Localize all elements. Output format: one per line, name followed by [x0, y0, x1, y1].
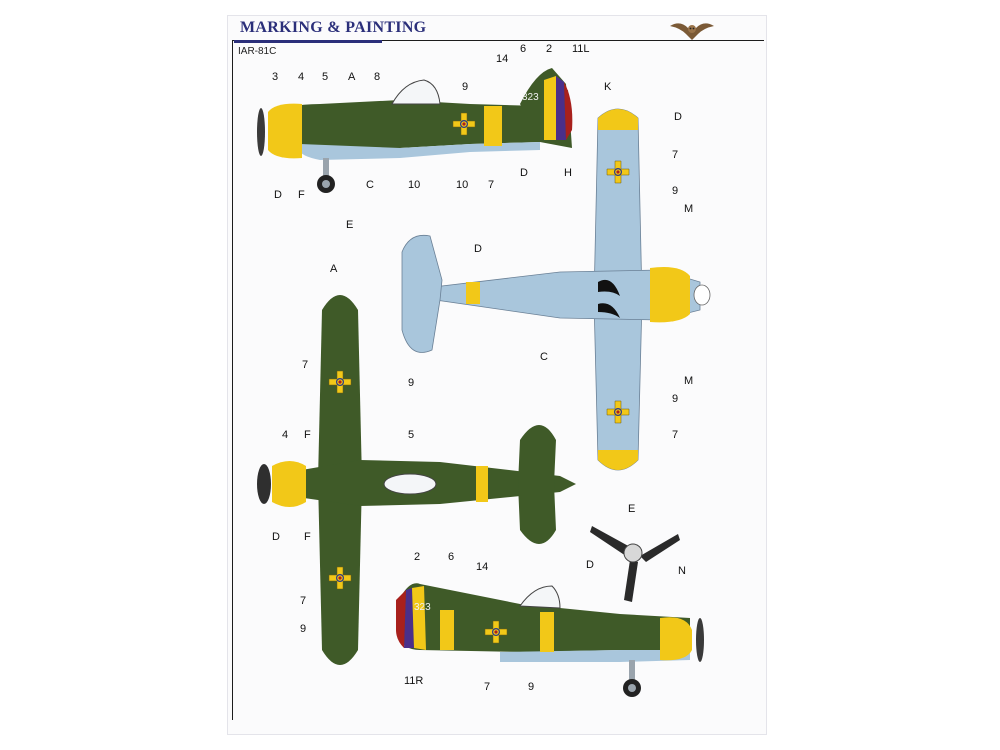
yellow-band [484, 106, 502, 146]
callout-label: D [274, 189, 282, 201]
owl-logo-icon [670, 23, 714, 40]
yellow-cowling [268, 103, 302, 159]
callout-labels: 3 4 5 A 8 14 6 2 11L 9 K D F C 10 10 7 D… [272, 43, 693, 693]
underside-view [401, 108, 711, 471]
callout-label: K [604, 81, 612, 93]
callout-label: D [520, 167, 528, 179]
callout-label: 4 [282, 429, 288, 441]
callout-label: 9 [528, 681, 534, 693]
callout-label: 7 [672, 429, 678, 441]
callout-label: 7 [302, 359, 308, 371]
callout-label: 10 [456, 179, 468, 191]
title-underline [234, 40, 382, 43]
callout-label: 11R [404, 675, 423, 687]
callout-label: E [628, 503, 635, 515]
callout-label: 7 [300, 595, 306, 607]
callout-label: 9 [462, 81, 468, 93]
callout-label: 6 [448, 551, 454, 563]
callout-label: A [348, 71, 356, 83]
callout-label: H [564, 167, 572, 179]
callout-label: D [586, 559, 594, 571]
aircraft-number-side-right: 323 [414, 602, 431, 613]
top-view [257, 295, 576, 665]
callout-label: 7 [484, 681, 490, 693]
callout-label: 4 [298, 71, 304, 83]
callout-label: D [272, 531, 280, 543]
callout-label: E [346, 219, 353, 231]
aircraft-model-label: IAR-81C [238, 46, 277, 57]
callout-label: D [674, 111, 682, 123]
callout-label: 9 [408, 377, 414, 389]
callout-label: 9 [672, 185, 678, 197]
callout-label: 10 [408, 179, 420, 191]
yellow-cowling-top [272, 461, 306, 507]
callout-label: 5 [322, 71, 328, 83]
callout-label: 14 [496, 53, 508, 65]
callout-label: A [330, 263, 338, 275]
callout-label: F [304, 429, 311, 441]
callout-label: M [684, 375, 693, 387]
frame-top-line [232, 40, 764, 41]
callout-label: D [474, 243, 482, 255]
callout-label: C [366, 179, 374, 191]
callout-label: 2 [414, 551, 420, 563]
side-view-right: 323 [396, 583, 704, 697]
callout-label: 2 [546, 43, 552, 55]
fuselage-underside [407, 269, 701, 321]
callout-label: F [304, 531, 311, 543]
callout-label: M [684, 203, 693, 215]
callout-label: 9 [672, 393, 678, 405]
side-view-left: 323 [257, 68, 573, 193]
callout-label: 14 [476, 561, 488, 573]
yellow-cowling-underside [650, 267, 690, 323]
callout-label: 11L [572, 43, 590, 55]
callout-label: 3 [272, 71, 278, 83]
canopy-side [391, 79, 441, 105]
yellow-cowling-side-right [660, 617, 692, 661]
frame-left-line [232, 40, 233, 720]
propeller-detail [590, 526, 680, 602]
callout-label: 6 [520, 43, 526, 55]
callout-label: C [540, 351, 548, 363]
callout-label: 5 [408, 429, 414, 441]
callout-label: F [298, 189, 305, 201]
canopy-top [383, 473, 437, 495]
callout-label: 7 [672, 149, 678, 161]
callout-label: 7 [488, 179, 494, 191]
aircraft-number-side: 323 [522, 92, 539, 103]
callout-label: 9 [300, 623, 306, 635]
callout-label: N [678, 565, 686, 577]
callout-label: 8 [374, 71, 380, 83]
propeller-side [257, 108, 265, 156]
page-title: MARKING & PAINTING [240, 19, 427, 36]
